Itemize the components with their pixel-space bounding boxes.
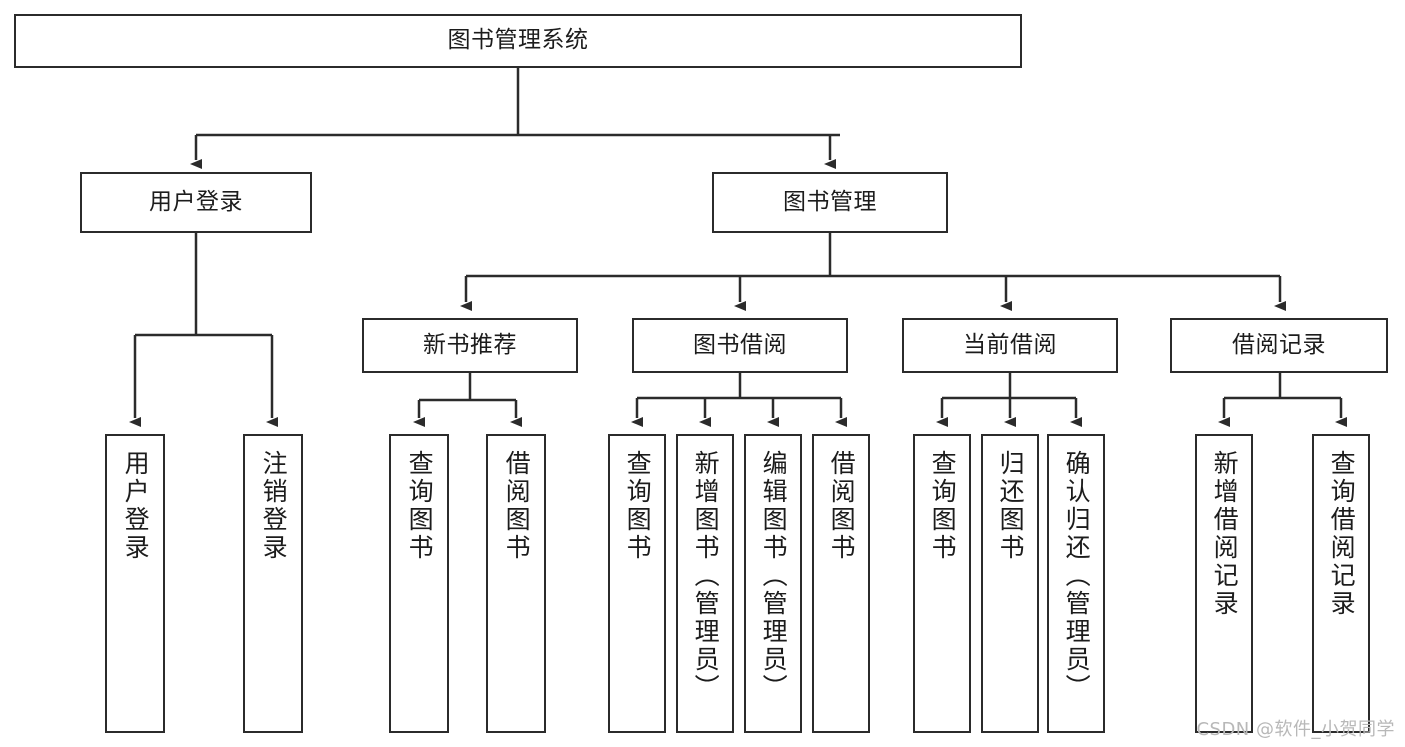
watermark: CSDN @软件_小贺同学 — [1196, 719, 1395, 740]
node-book-borrow[interactable]: 图书借阅 — [632, 318, 848, 373]
node-label: 编辑图书（管理员） — [759, 450, 789, 702]
node-label: 借阅图书 — [502, 450, 532, 562]
node-label: 归还图书 — [996, 450, 1026, 562]
node-label: 图书管理系统 — [447, 27, 589, 54]
node-current-borrow[interactable]: 当前借阅 — [902, 318, 1118, 373]
node-leaf-borrow-book-recommend[interactable]: 借阅图书 — [486, 434, 546, 733]
node-label: 用户登录 — [121, 450, 151, 562]
node-leaf-query-book-borrow[interactable]: 查询图书 — [608, 434, 666, 733]
node-leaf-add-borrow-record[interactable]: 新增借阅记录 — [1195, 434, 1253, 733]
node-leaf-borrow-book[interactable]: 借阅图书 — [812, 434, 870, 733]
node-label: 查询图书 — [405, 450, 435, 562]
node-label: 借阅图书 — [827, 450, 857, 562]
node-label: 查询借阅记录 — [1327, 450, 1357, 618]
node-label: 借阅记录 — [1232, 331, 1326, 358]
node-leaf-add-book-admin[interactable]: 新增图书（管理员） — [676, 434, 734, 733]
node-leaf-logout[interactable]: 注销登录 — [243, 434, 303, 733]
node-leaf-confirm-return-admin[interactable]: 确认归还（管理员） — [1047, 434, 1105, 733]
node-leaf-edit-book-admin[interactable]: 编辑图书（管理员） — [744, 434, 802, 733]
node-label: 查询图书 — [928, 450, 958, 562]
node-leaf-query-borrow-record[interactable]: 查询借阅记录 — [1312, 434, 1370, 733]
node-label: 图书管理 — [783, 188, 877, 215]
node-label: 图书借阅 — [693, 331, 787, 358]
node-leaf-user-login[interactable]: 用户登录 — [105, 434, 165, 733]
node-label: 确认归还（管理员） — [1062, 450, 1092, 702]
node-label: 用户登录 — [149, 188, 243, 215]
node-label: 注销登录 — [259, 450, 289, 562]
node-new-book-recommend[interactable]: 新书推荐 — [362, 318, 578, 373]
node-label: 查询图书 — [623, 450, 653, 562]
node-borrow-record[interactable]: 借阅记录 — [1170, 318, 1388, 373]
node-leaf-return-book[interactable]: 归还图书 — [981, 434, 1039, 733]
node-leaf-query-book-current[interactable]: 查询图书 — [913, 434, 971, 733]
node-root-book-management-system[interactable]: 图书管理系统 — [14, 14, 1022, 68]
node-book-management[interactable]: 图书管理 — [712, 172, 948, 233]
node-label: 新书推荐 — [423, 331, 517, 358]
node-label: 新增借阅记录 — [1210, 450, 1240, 618]
node-leaf-query-book-recommend[interactable]: 查询图书 — [389, 434, 449, 733]
node-user-login[interactable]: 用户登录 — [80, 172, 312, 233]
node-label: 新增图书（管理员） — [691, 450, 721, 702]
node-label: 当前借阅 — [963, 331, 1057, 358]
